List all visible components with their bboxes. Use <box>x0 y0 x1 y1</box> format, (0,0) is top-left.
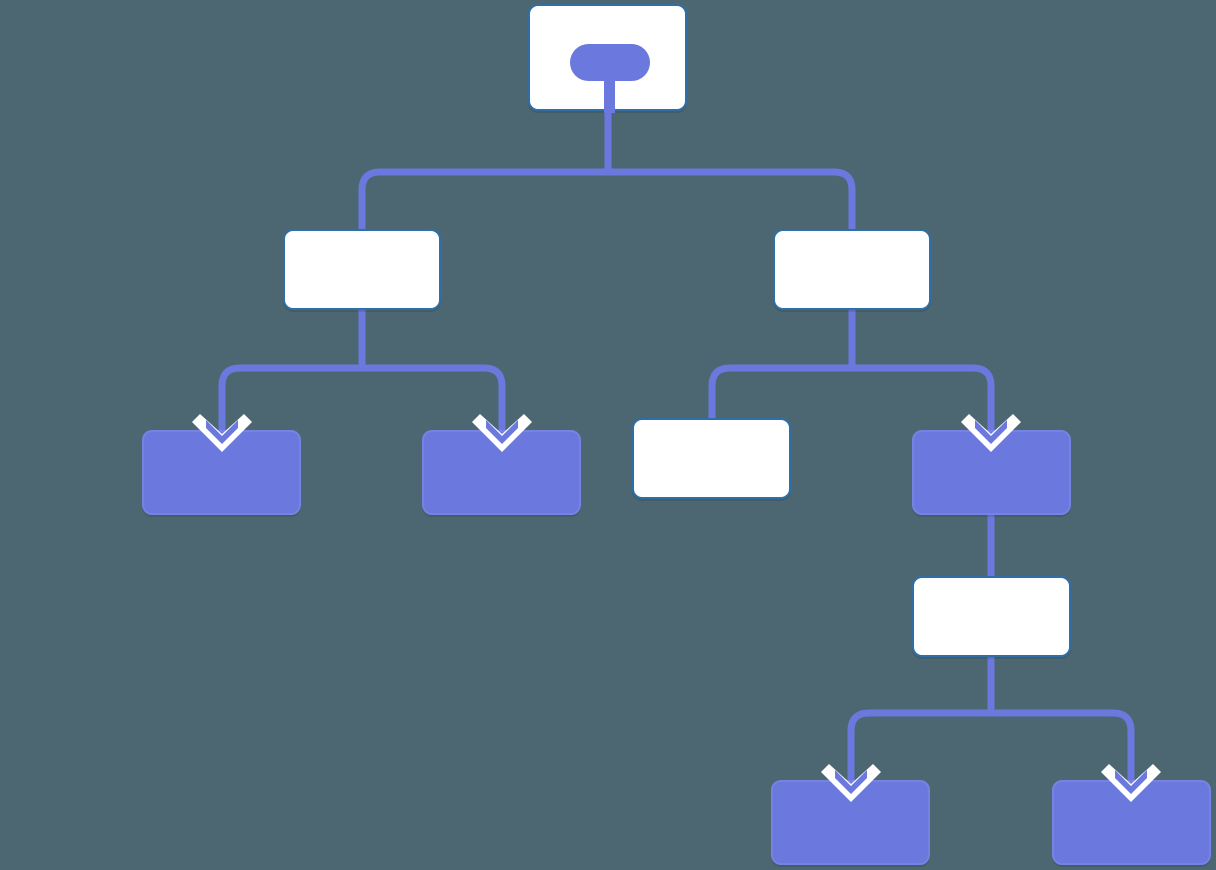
level4-node[interactable] <box>912 576 1071 657</box>
edge-root-to-level2-left <box>358 168 608 229</box>
level5-right-node[interactable] <box>1052 780 1211 865</box>
level3-node-b[interactable] <box>422 430 581 515</box>
edge-level2right-to-node-d <box>852 364 995 430</box>
edge-level2left-to-node-b <box>362 364 506 430</box>
edge-level4-to-level5-left <box>847 709 991 780</box>
level2-right-node[interactable] <box>773 229 931 310</box>
edge-level4-to-level5-right <box>991 709 1135 780</box>
level3-node-a[interactable] <box>142 430 301 515</box>
level2-left-node[interactable] <box>283 229 441 310</box>
level3-node-c[interactable] <box>632 418 791 499</box>
edge-root-to-level2-right <box>608 168 856 229</box>
pill-badge-icon <box>570 44 650 81</box>
root-node[interactable] <box>528 4 687 113</box>
level5-left-node[interactable] <box>771 780 930 865</box>
level3-node-d[interactable] <box>912 430 1071 515</box>
edge-level2right-to-node-c <box>708 364 852 418</box>
edge-level2left-to-node-a <box>218 364 362 430</box>
pill-stem-icon <box>604 76 615 113</box>
